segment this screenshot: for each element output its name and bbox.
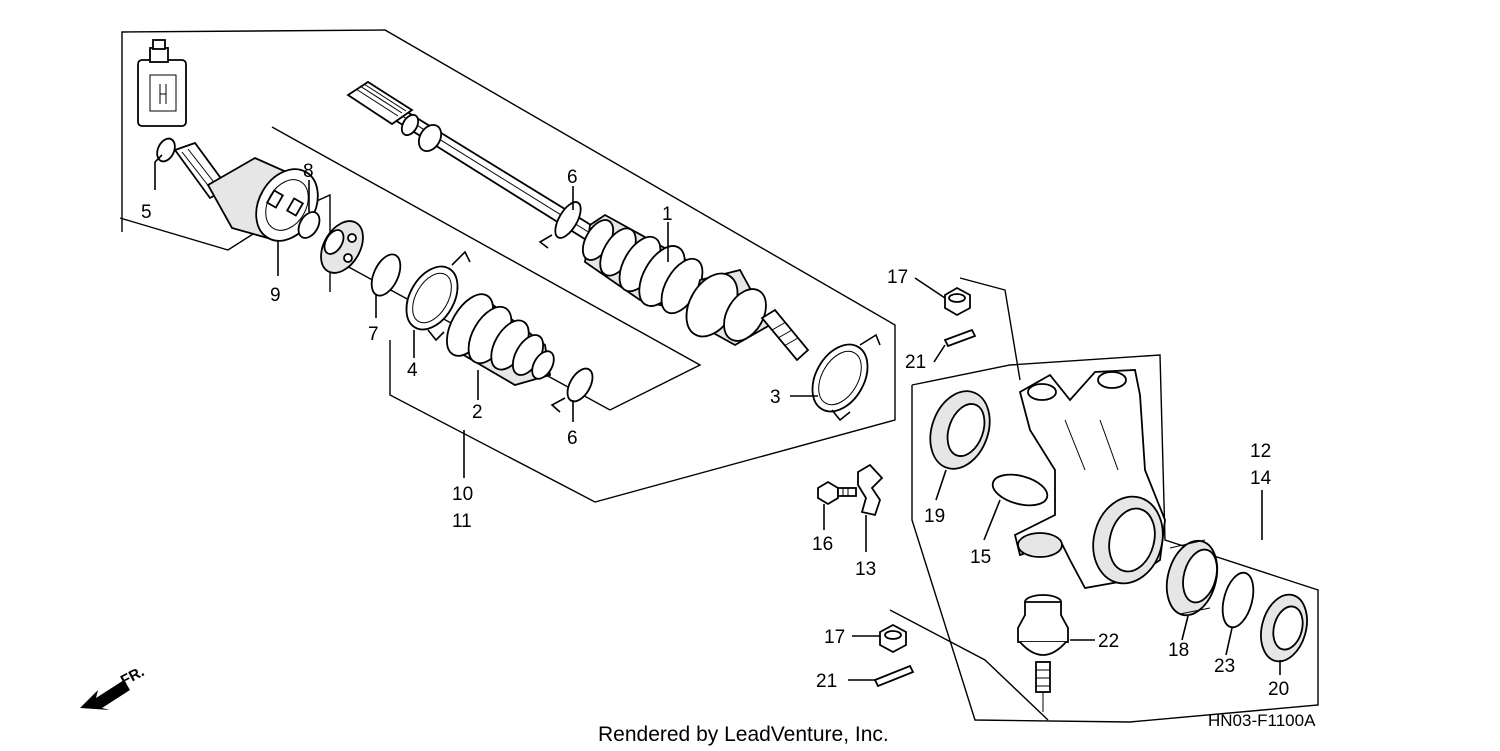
bearing-18 bbox=[1165, 539, 1219, 617]
inner-race bbox=[320, 220, 364, 274]
callout-5: 5 bbox=[141, 202, 152, 223]
callout-18: 18 bbox=[1168, 640, 1189, 661]
circlip-15 bbox=[991, 473, 1049, 507]
inner-boot bbox=[581, 213, 704, 315]
callout-20: 20 bbox=[1268, 679, 1289, 700]
circlip-23 bbox=[1221, 571, 1255, 629]
shaft-outer-joint bbox=[685, 268, 810, 362]
callout-16: 16 bbox=[812, 534, 833, 555]
callout-15: 15 bbox=[970, 547, 991, 568]
callout-21-upper: 21 bbox=[905, 352, 926, 373]
callout-17-upper: 17 bbox=[887, 267, 908, 288]
upper-castle-nut bbox=[944, 286, 971, 317]
callout-6-upper: 6 bbox=[567, 167, 578, 188]
callout-13: 13 bbox=[855, 559, 876, 580]
callout-1: 1 bbox=[662, 204, 673, 225]
drive-shaft bbox=[346, 80, 881, 422]
bolt-16 bbox=[817, 480, 857, 506]
cotter-pin-lower bbox=[873, 664, 915, 688]
steering-knuckle bbox=[1013, 369, 1166, 590]
callout-22: 22 bbox=[1098, 631, 1119, 652]
oil-seal-20 bbox=[1260, 593, 1308, 663]
circlip-7 bbox=[370, 253, 402, 297]
callout-17-lower: 17 bbox=[824, 627, 845, 648]
group-outlines bbox=[119, 29, 1319, 723]
shaft-spline-end bbox=[346, 80, 414, 126]
callout-12: 12 bbox=[1250, 441, 1271, 462]
callout-14: 14 bbox=[1250, 468, 1272, 489]
boot-clamp-upper bbox=[538, 201, 582, 249]
callout-3: 3 bbox=[770, 387, 781, 408]
callout-numbers: 1 6 8 5 9 7 4 2 6 3 10 11 17 21 19 15 16… bbox=[141, 161, 1289, 700]
leader-lines bbox=[154, 154, 1281, 681]
callout-19: 19 bbox=[924, 506, 945, 527]
outer-cv-joint bbox=[173, 141, 320, 242]
front-direction-indicator: FR. bbox=[80, 663, 147, 710]
outline-driveshaft-assembly bbox=[121, 29, 896, 503]
callout-8: 8 bbox=[303, 161, 314, 182]
ball-joint bbox=[1017, 594, 1069, 712]
callout-9: 9 bbox=[270, 285, 281, 306]
clip-13 bbox=[857, 463, 884, 517]
callout-21-lower: 21 bbox=[816, 671, 837, 692]
footer-credit: Rendered by LeadVenture, Inc. bbox=[598, 723, 889, 746]
boot-band-4 bbox=[405, 250, 471, 342]
callout-6-lower: 6 bbox=[567, 428, 578, 449]
grease-bottle bbox=[137, 39, 187, 127]
callout-2: 2 bbox=[472, 402, 483, 423]
diagram-code: HN03-F1100A bbox=[1208, 711, 1316, 730]
outline-lower-nut bbox=[889, 609, 1049, 721]
callout-11: 11 bbox=[452, 511, 472, 532]
snap-ring-8 bbox=[297, 211, 321, 239]
oil-seal-19 bbox=[929, 390, 991, 470]
boot-clamp-lower bbox=[550, 367, 594, 413]
cotter-pin-upper bbox=[943, 328, 977, 348]
outer-boot bbox=[446, 293, 555, 386]
callout-4: 4 bbox=[407, 360, 418, 381]
boot-band-large bbox=[811, 333, 881, 422]
outline-nut-bracket bbox=[959, 277, 1021, 381]
front-arrow-icon bbox=[80, 680, 130, 710]
lower-castle-nut bbox=[879, 623, 907, 654]
outline-knuckle-assembly bbox=[911, 354, 1319, 723]
callout-23: 23 bbox=[1214, 656, 1235, 677]
callout-7: 7 bbox=[368, 324, 379, 345]
callout-10: 10 bbox=[452, 484, 473, 505]
